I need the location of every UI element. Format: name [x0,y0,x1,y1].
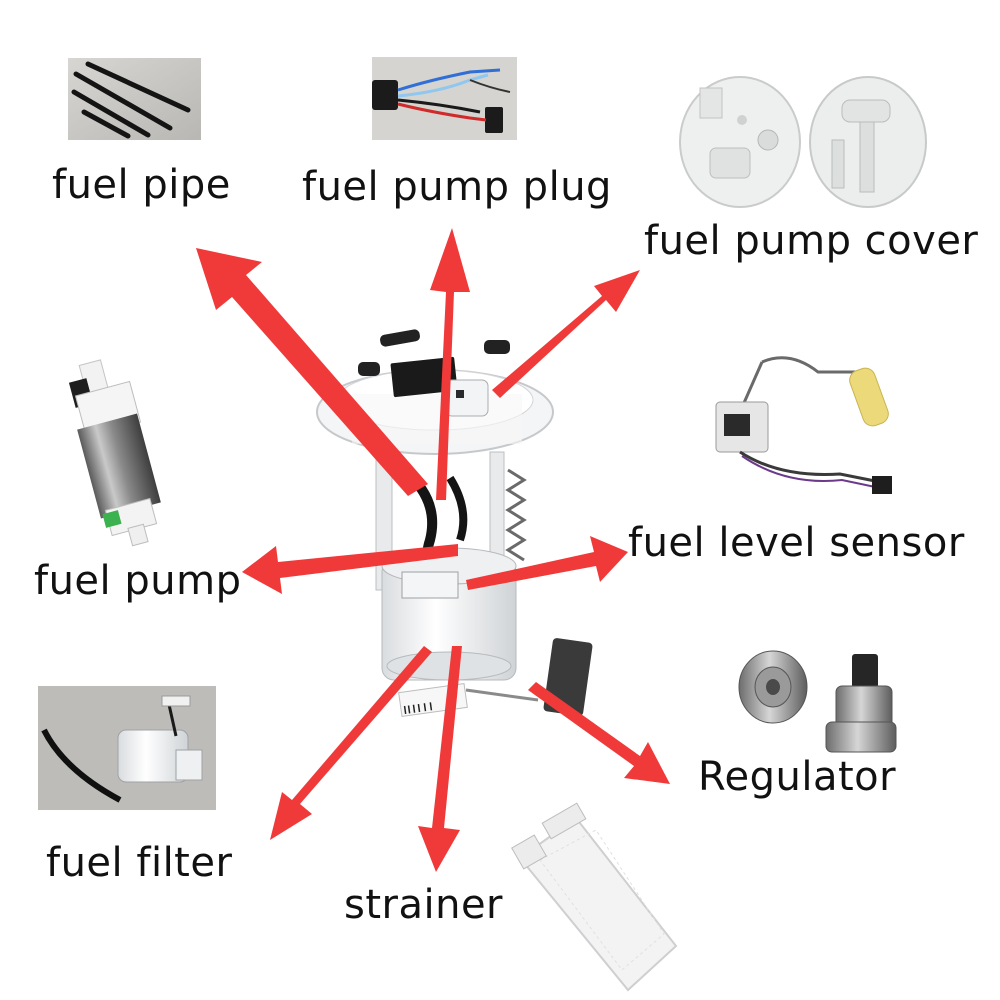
strainer-photo [511,802,678,992]
arrow-fuel-pump-plug [430,228,470,500]
pressure-regulator-photo [738,650,897,753]
wiring-harness-photo [372,57,517,140]
arrow-strainer [418,646,462,872]
arrows [196,228,670,872]
label-strainer: strainer [344,882,503,928]
fuel-pipe-photo [68,58,201,140]
level-sensor-photo [715,356,892,494]
arrow-regulator [528,682,670,784]
label-fuel-filter: fuel filter [46,840,233,886]
label-regulator: Regulator [698,754,897,800]
arrow-fuel-pipe [196,248,428,496]
arrow-fuel-pump-cover [492,270,640,398]
fuel-pump-photo [68,359,161,547]
pump-cover-photo [679,76,927,208]
fuel-filter-photo [38,686,216,810]
label-fuel-pump-cover: fuel pump cover [644,218,979,264]
label-fuel-level-sensor: fuel level sensor [628,520,965,566]
arrow-fuel-level-sensor [466,536,628,590]
arrow-fuel-filter [270,646,432,840]
label-fuel-pump: fuel pump [34,558,242,604]
label-fuel-pump-plug: fuel pump plug [302,164,612,210]
arrow-fuel-pump [242,544,458,594]
label-fuel-pipe: fuel pipe [52,162,231,208]
